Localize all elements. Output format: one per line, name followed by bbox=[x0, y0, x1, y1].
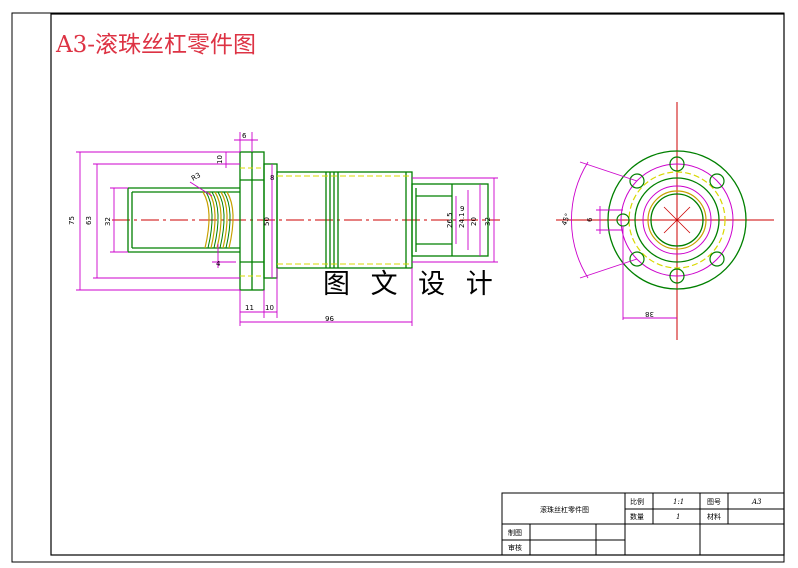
hidden-circle bbox=[628, 171, 726, 269]
dim-32: 32 bbox=[104, 217, 112, 226]
dim-20: 20 bbox=[470, 217, 478, 226]
tb-scale-value: 1:1 bbox=[673, 498, 684, 506]
watermark-text: 图 文 设 计 bbox=[323, 269, 499, 300]
inner-border bbox=[50, 13, 785, 556]
side-view: 75 63 32 6 10 R3 4 8 50 11 10 96 26.5 24… bbox=[68, 132, 500, 326]
dim-10b: 10 bbox=[265, 304, 274, 312]
dim-75: 75 bbox=[68, 216, 76, 225]
dim-50: 50 bbox=[263, 217, 271, 226]
sheet-title: A3-滚珠丝杠零件图 bbox=[55, 32, 256, 58]
dim-11: 11 bbox=[245, 304, 254, 312]
dim-6: 6 bbox=[242, 132, 247, 140]
tb-part-name: 滚珠丝杠零件图 bbox=[540, 505, 589, 514]
flange-outer-circle bbox=[607, 150, 747, 290]
dim-26: 26.5 bbox=[446, 212, 454, 228]
dim-angle: 45° bbox=[560, 212, 572, 226]
end-shaft bbox=[411, 183, 489, 257]
front-view: 45° 6 38 bbox=[556, 102, 774, 340]
screw-shaft bbox=[127, 187, 240, 253]
dim-6b: 6 bbox=[586, 217, 594, 222]
dim-24: 24.1 bbox=[458, 212, 466, 228]
angle-dimension bbox=[571, 161, 677, 320]
dim-10: 10 bbox=[216, 155, 224, 164]
bolt-holes bbox=[616, 156, 725, 284]
tb-qty-label: 数量 bbox=[630, 512, 644, 521]
dim-38: 38 bbox=[645, 310, 654, 318]
dimension-lines bbox=[76, 132, 498, 326]
thread-circle bbox=[642, 185, 712, 255]
dim-8: 8 bbox=[270, 174, 274, 182]
dim-4: 4 bbox=[216, 260, 221, 268]
tb-checked-label: 审核 bbox=[508, 543, 522, 552]
bolt-circle bbox=[620, 163, 734, 277]
tb-material-label: 材料 bbox=[707, 512, 721, 521]
thread-helix bbox=[202, 191, 234, 249]
dim-32b: 32 bbox=[484, 217, 492, 226]
tb-drawn-label: 制图 bbox=[508, 528, 522, 537]
tb-scale-label: 比例 bbox=[630, 497, 644, 506]
bore-circle bbox=[650, 193, 704, 247]
flange bbox=[239, 151, 278, 291]
tb-qty-value: 1 bbox=[676, 513, 680, 521]
tb-sheet-label: 图号 bbox=[707, 498, 721, 506]
dim-63: 63 bbox=[85, 216, 93, 225]
dim-thread: R3 bbox=[190, 171, 202, 183]
inner-thread-circle bbox=[647, 190, 707, 250]
tb-sheet-value: A3 bbox=[751, 498, 762, 506]
title-block: 滚珠丝杠零件图 比例 1:1 图号 A3 数量 1 材料 制图 审核 bbox=[501, 492, 785, 556]
dim-9: 9 bbox=[460, 205, 464, 213]
body-circle bbox=[634, 177, 720, 263]
dim-96: 96 bbox=[325, 314, 334, 322]
